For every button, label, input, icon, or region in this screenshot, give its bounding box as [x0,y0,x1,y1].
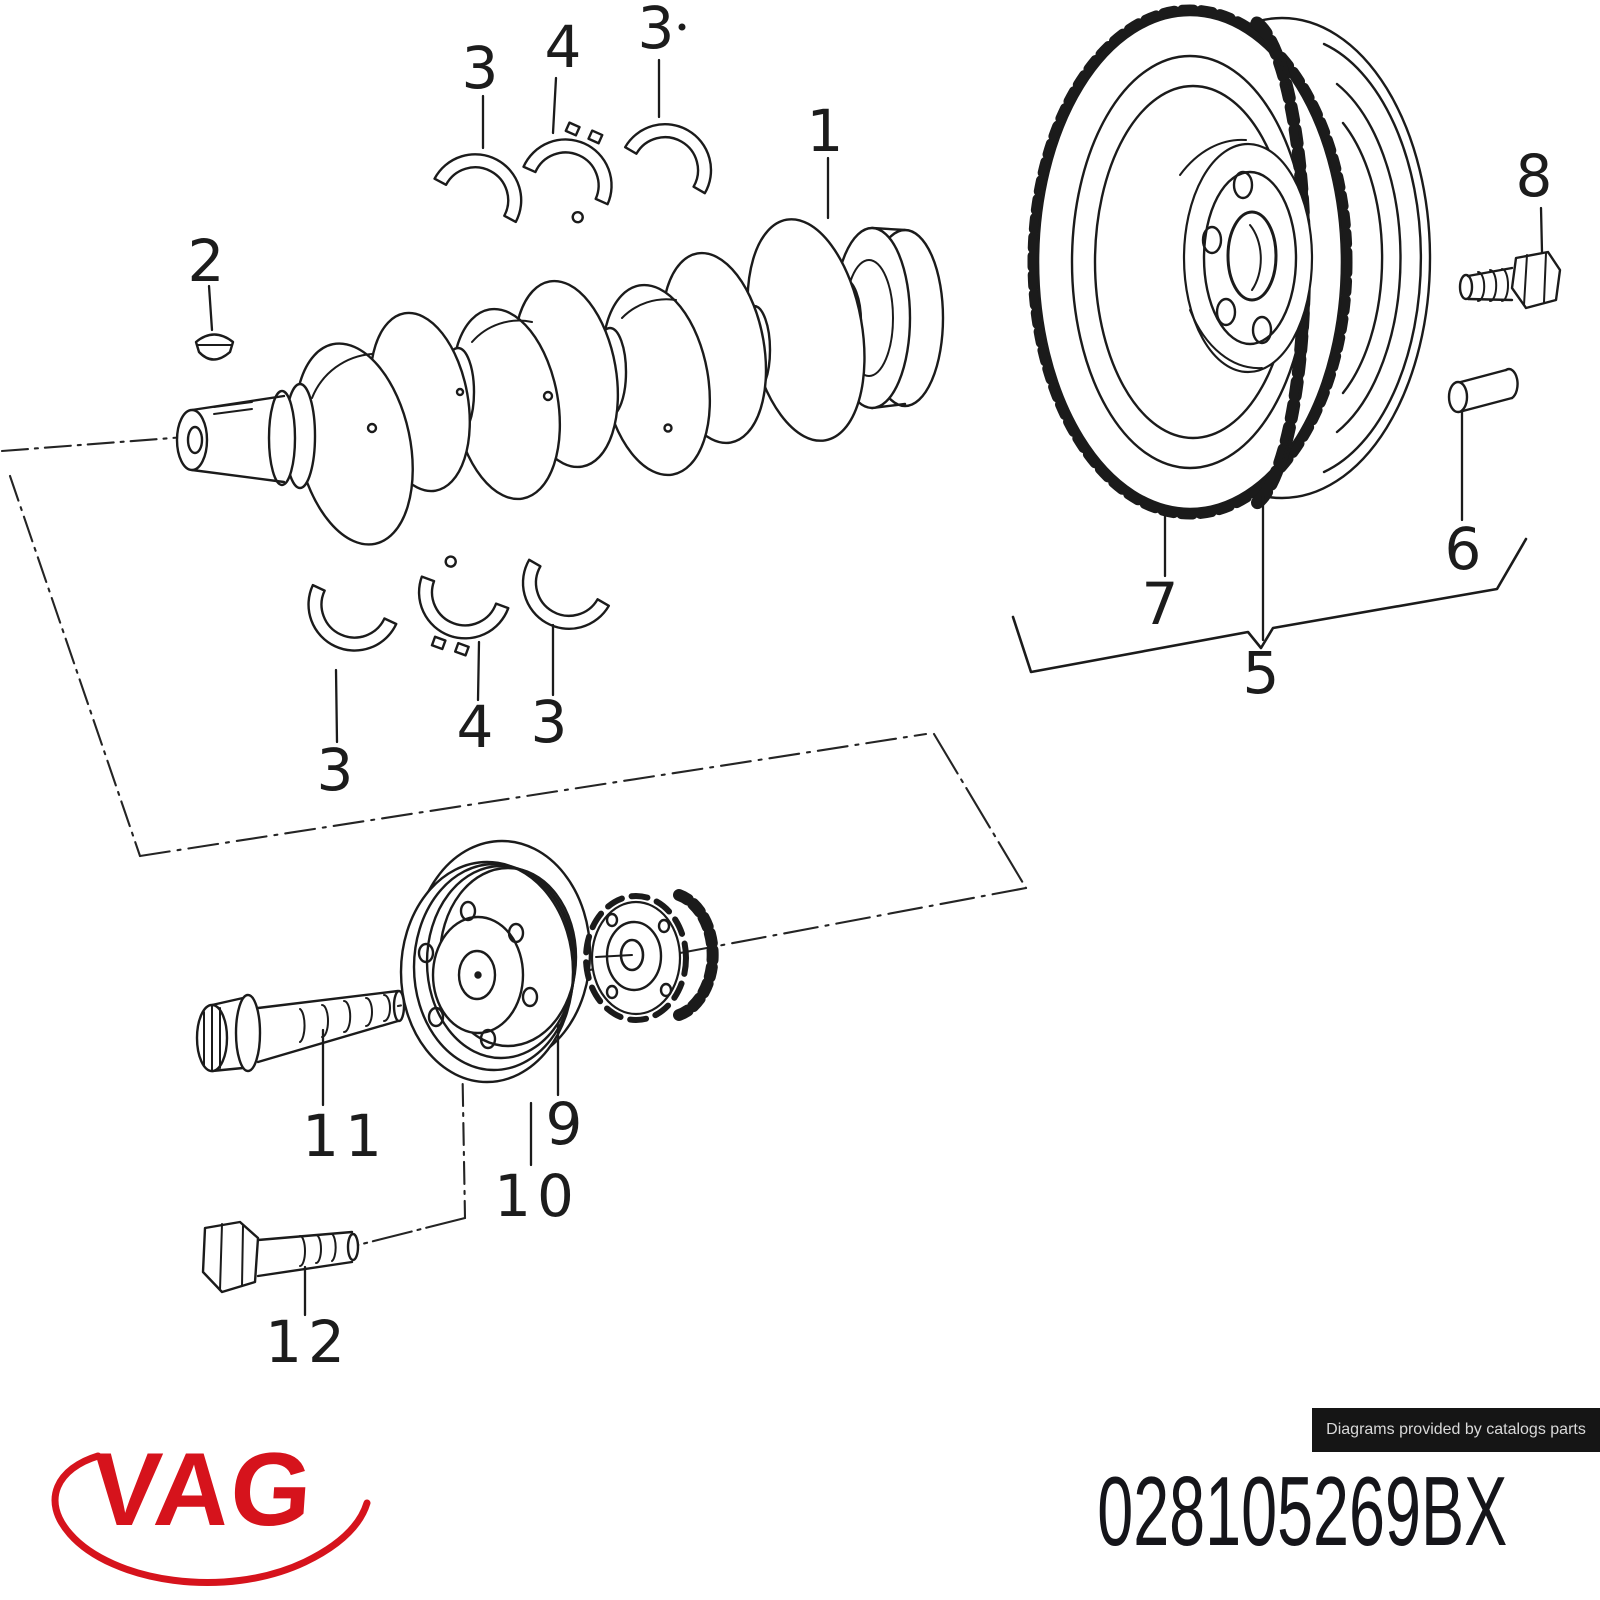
logo-text: VAG [87,1432,317,1548]
crankshaft-drawing [175,218,945,546]
bearing-shells-drawing [307,121,713,657]
group-bracket [1011,537,1528,674]
pulley-drawing [399,839,592,1084]
flywheel-bolt-drawing [1458,250,1562,310]
callout-leader-lines [207,23,1544,1317]
watermark-badge: Diagrams provided by catalogs parts [1312,1408,1600,1452]
lower-bolt-drawing [201,1220,360,1294]
logo-swoosh-icon [51,1452,371,1586]
part-number: 028105269BX [1096,1456,1507,1566]
crank-gear-drawing [583,889,719,1023]
flywheel-drawing [1027,4,1432,520]
brand-logo: VAG [40,1410,400,1600]
watermark-text: Diagrams provided by catalogs parts [1326,1421,1586,1438]
pulley-bolt-drawing [195,989,406,1073]
dowel-pin-drawing [1447,367,1519,414]
